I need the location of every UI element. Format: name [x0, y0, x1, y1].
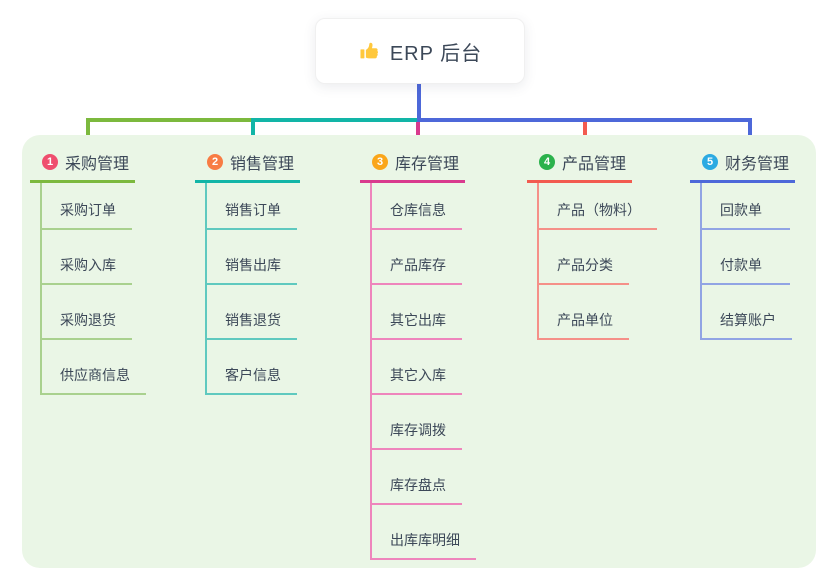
branch-label: 产品管理	[562, 156, 627, 173]
root-title: ERP 后台	[389, 42, 483, 65]
child-label: 结算账户	[720, 312, 776, 328]
branch-node-finance[interactable]: 5 财务管理	[690, 150, 796, 183]
branch-label: 采购管理	[65, 156, 130, 173]
branch-number-badge: 2	[207, 154, 223, 170]
child-node[interactable]: 产品库存	[372, 230, 462, 285]
child-node[interactable]: 采购退货	[42, 285, 132, 340]
child-node[interactable]: 采购入库	[42, 230, 132, 285]
branch-number-badge: 3	[372, 154, 388, 170]
child-label: 出库库明细	[390, 532, 460, 548]
child-node[interactable]: 库存盘点	[372, 450, 462, 505]
connector-drop-inventory	[416, 122, 420, 146]
connector-bus-segment-1	[86, 118, 255, 122]
child-node[interactable]: 其它出库	[372, 285, 462, 340]
branch-children: 采购订单 采购入库 采购退货 供应商信息	[40, 183, 146, 395]
branch-label: 销售管理	[230, 156, 295, 173]
child-label: 其它入库	[390, 367, 446, 383]
connector-drop-finance	[748, 118, 752, 144]
branch-sales: 2 销售管理 销售订单 销售出库 销售退货 客户信息	[195, 150, 301, 395]
child-node[interactable]: 产品单位	[539, 285, 629, 340]
child-node[interactable]: 回款单	[702, 183, 790, 230]
child-label: 产品（物料）	[557, 202, 641, 218]
child-label: 回款单	[720, 202, 762, 218]
child-label: 产品分类	[557, 257, 613, 273]
child-label: 产品单位	[557, 312, 613, 328]
connector-bus-segment-3	[417, 118, 752, 122]
child-label: 产品库存	[390, 257, 446, 273]
connector-drop-sales	[251, 118, 255, 144]
child-label: 库存盘点	[390, 477, 446, 493]
child-node[interactable]: 销售出库	[207, 230, 297, 285]
branch-node-product[interactable]: 4 产品管理	[527, 150, 633, 183]
child-label: 采购订单	[60, 202, 116, 218]
child-label: 付款单	[720, 257, 762, 273]
child-node[interactable]: 结算账户	[702, 285, 792, 340]
branch-children: 仓库信息 产品库存 其它出库 其它入库 库存调拨 库存盘点 出库库明细	[370, 183, 476, 560]
child-node[interactable]: 采购订单	[42, 183, 132, 230]
branch-number-badge: 1	[42, 154, 58, 170]
branch-finance: 5 财务管理 回款单 付款单 结算账户	[690, 150, 796, 340]
branch-label: 财务管理	[725, 156, 790, 173]
connector-trunk	[417, 82, 421, 120]
child-node[interactable]: 销售退货	[207, 285, 297, 340]
branch-number-badge: 4	[539, 154, 555, 170]
child-node[interactable]: 产品分类	[539, 230, 629, 285]
child-label: 仓库信息	[390, 202, 446, 218]
branch-number-badge: 5	[702, 154, 718, 170]
child-node[interactable]: 销售订单	[207, 183, 297, 230]
child-label: 其它出库	[390, 312, 446, 328]
branch-children: 产品（物料） 产品分类 产品单位	[537, 183, 657, 340]
branch-children: 销售订单 销售出库 销售退货 客户信息	[205, 183, 300, 395]
branch-inventory: 3 库存管理 仓库信息 产品库存 其它出库 其它入库 库存调拨 库存盘点	[360, 150, 476, 560]
child-label: 采购入库	[60, 257, 116, 273]
branch-product: 4 产品管理 产品（物料） 产品分类 产品单位	[527, 150, 657, 340]
branch-node-sales[interactable]: 2 销售管理	[195, 150, 301, 183]
child-label: 库存调拨	[390, 422, 446, 438]
connector-drop-purchase	[86, 118, 90, 144]
branch-purchase: 1 采购管理 采购订单 采购入库 采购退货 供应商信息	[30, 150, 146, 395]
branch-label: 库存管理	[395, 156, 460, 173]
child-label: 销售订单	[225, 202, 281, 218]
child-node[interactable]: 供应商信息	[42, 340, 146, 395]
child-node[interactable]: 产品（物料）	[539, 183, 657, 230]
connector-drop-product	[583, 122, 587, 144]
child-label: 客户信息	[225, 367, 281, 383]
child-label: 供应商信息	[60, 367, 130, 383]
child-node[interactable]: 仓库信息	[372, 183, 462, 230]
mindmap-panel	[22, 135, 816, 568]
child-label: 销售退货	[225, 312, 281, 328]
branch-node-inventory[interactable]: 3 库存管理	[360, 150, 466, 183]
thumbs-up-icon	[358, 40, 380, 62]
child-node[interactable]: 出库库明细	[372, 505, 476, 560]
root-node[interactable]: ERP 后台	[315, 18, 525, 84]
child-label: 销售出库	[225, 257, 281, 273]
child-label: 采购退货	[60, 312, 116, 328]
child-node[interactable]: 客户信息	[207, 340, 297, 395]
connector-bus-segment-2	[251, 118, 417, 122]
child-node[interactable]: 库存调拨	[372, 395, 462, 450]
child-node[interactable]: 其它入库	[372, 340, 462, 395]
child-node[interactable]: 付款单	[702, 230, 790, 285]
branch-children: 回款单 付款单 结算账户	[700, 183, 795, 340]
branch-node-purchase[interactable]: 1 采购管理	[30, 150, 136, 183]
